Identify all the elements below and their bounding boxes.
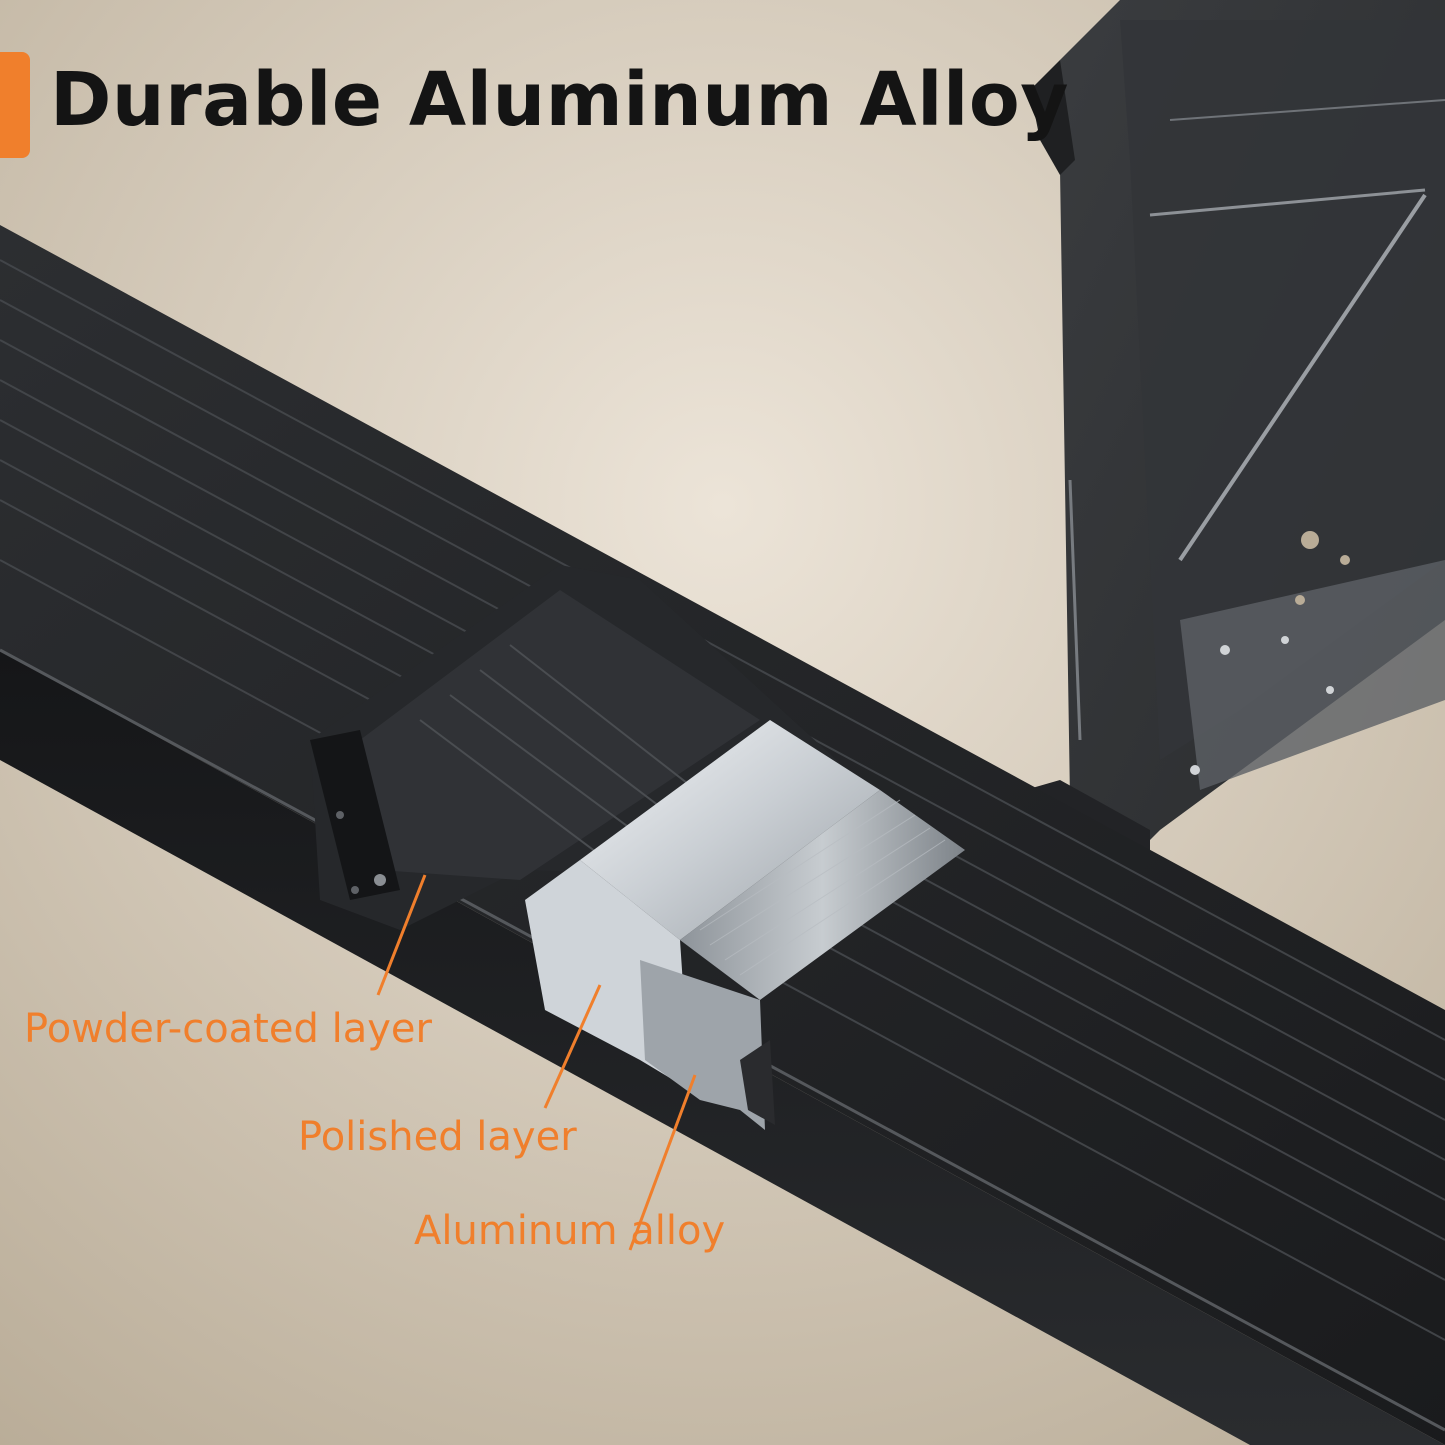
- mounting-bracket: [990, 0, 1445, 900]
- headline: Durable Aluminum Alloy: [50, 57, 1069, 143]
- layer-cutaway: [525, 720, 965, 1130]
- callout-aluminum-alloy: Aluminum alloy: [414, 1208, 726, 1254]
- callout-leader-lines: [376, 874, 697, 1251]
- callout-powder-coated-layer: Powder-coated layer: [24, 1006, 432, 1052]
- callout-polished-layer: Polished layer: [298, 1114, 577, 1160]
- orange-accent-bar: [0, 52, 30, 158]
